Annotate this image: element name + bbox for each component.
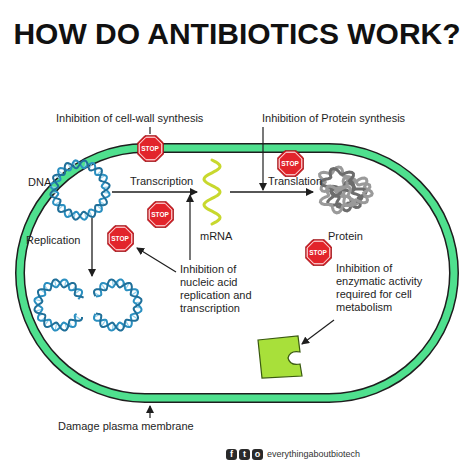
protein-coil: [320, 186, 354, 213]
callout-label: Inhibition of enzymatic activity require…: [336, 262, 438, 314]
title: HOW DO ANTIBIOTICS WORK?: [0, 16, 474, 52]
octagon-fill: [147, 201, 173, 227]
transcription-arrow: [112, 191, 197, 192]
octagon-fill: [277, 150, 303, 176]
dna-strand: [35, 280, 84, 331]
mrna-strand: [204, 160, 220, 224]
leader-arrow: [302, 320, 334, 344]
dna-strand: [50, 160, 109, 219]
stop-sign: STOP: [107, 225, 134, 252]
process-label: Transcription: [130, 175, 193, 188]
replication-arrow: [91, 218, 92, 276]
part-label: mRNA: [200, 230, 232, 243]
social-icon: [226, 449, 237, 460]
stop-sign: STOP: [305, 239, 332, 266]
process-label: Translation: [268, 175, 322, 188]
icon-letter: o: [252, 449, 263, 460]
stop-sign: STOP: [137, 135, 164, 162]
cell-outline: [20, 148, 454, 398]
leader-arrow: [149, 406, 150, 418]
callout-label: Inhibition of Protein synthesis: [262, 112, 405, 125]
part-label: Protein: [328, 230, 363, 243]
callout-label: Inhibition of cell-wall synthesis: [56, 112, 203, 125]
social-icon: [239, 449, 250, 460]
dna-strand: [50, 160, 109, 219]
enzyme-shape: [258, 336, 302, 378]
icon-letter: t: [239, 449, 250, 460]
stop-text: STOP: [147, 211, 174, 218]
leader-arrow: [262, 127, 263, 190]
dna-strand: [94, 280, 142, 331]
stop-sign: STOP: [277, 150, 304, 177]
leader-line: [149, 127, 150, 134]
callout-label: Inhibition of nucleic acid replication a…: [180, 263, 272, 315]
icon-letter: f: [226, 449, 237, 460]
stop-text: STOP: [277, 160, 304, 167]
dna-strand: [94, 280, 142, 331]
octagon-fill: [137, 135, 163, 161]
stop-text: STOP: [305, 249, 332, 256]
stop-text: STOP: [107, 235, 134, 242]
process-label: Replication: [26, 234, 80, 247]
social-icon: [252, 449, 263, 460]
leader-arrow: [137, 248, 176, 272]
octagon-fill: [107, 225, 133, 251]
stop-text: STOP: [137, 145, 164, 152]
translation-arrow: [230, 191, 313, 192]
leader-arrow: [189, 195, 190, 260]
cell-wall: [20, 148, 454, 398]
part-label: DNA: [28, 176, 51, 189]
stop-sign: STOP: [147, 201, 174, 228]
watermark: everythingaboutbiotech: [267, 449, 360, 460]
octagon-fill: [305, 239, 331, 264]
callout-label: Damage plasma membrane: [58, 420, 194, 433]
